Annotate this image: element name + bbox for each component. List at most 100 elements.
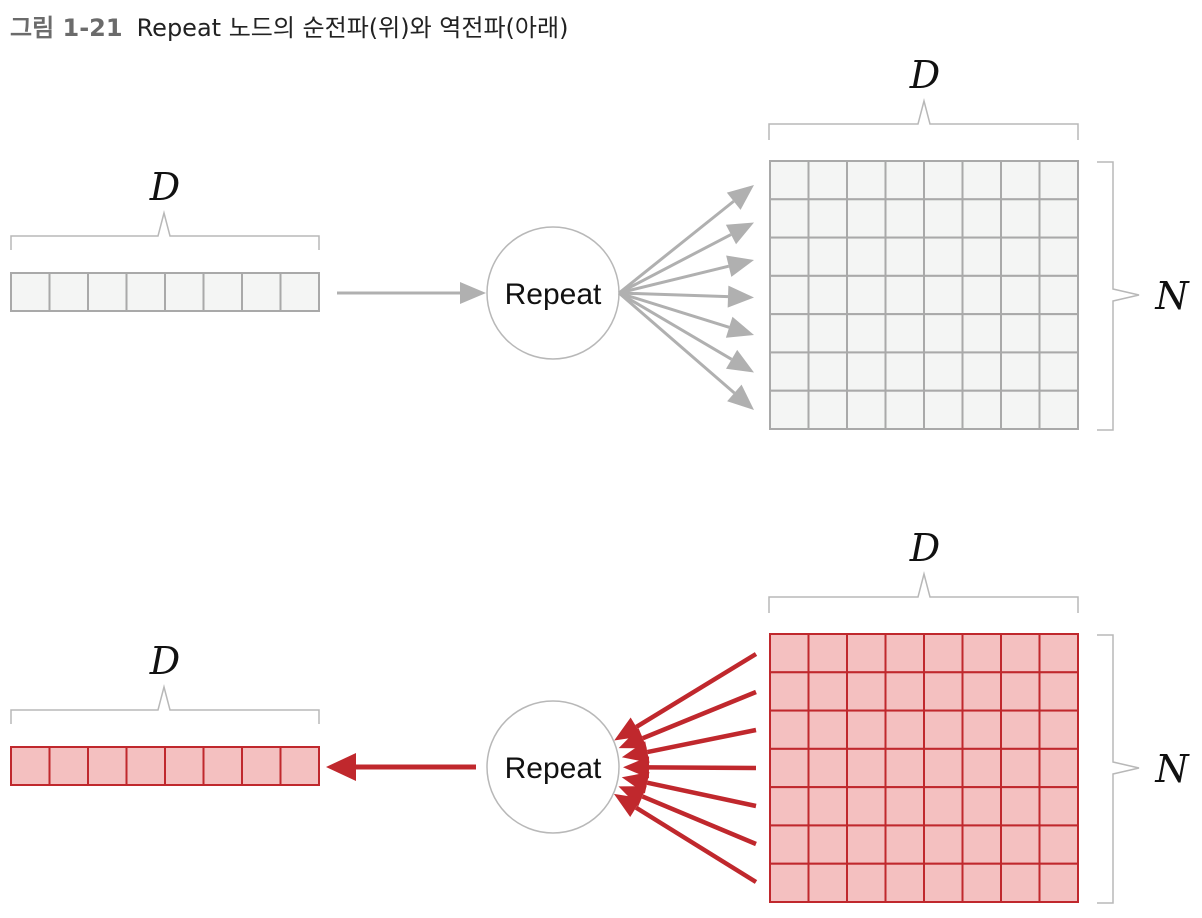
fan-arrow-line bbox=[618, 291, 736, 395]
fan-arrowhead bbox=[725, 222, 754, 245]
matrix-cell bbox=[807, 274, 848, 316]
backward-repeat-node bbox=[486, 700, 620, 834]
matrix-cell bbox=[961, 747, 1002, 789]
matrix-cell bbox=[807, 671, 848, 712]
matrix-cell bbox=[769, 824, 810, 865]
matrix-cell bbox=[961, 198, 1002, 239]
forward-input-d-label: D bbox=[149, 165, 180, 209]
matrix-cell bbox=[884, 862, 925, 904]
matrix-cell bbox=[961, 671, 1002, 712]
matrix-cell bbox=[1038, 709, 1079, 750]
vector-cell bbox=[279, 746, 320, 786]
forward-matrix-col-brace bbox=[768, 98, 1079, 140]
forward-repeat-label: Repeat bbox=[505, 278, 602, 311]
matrix-cell bbox=[884, 274, 925, 316]
matrix-cell bbox=[846, 351, 887, 392]
matrix-cell bbox=[769, 709, 810, 750]
matrix-cell bbox=[923, 389, 964, 431]
matrix-cell bbox=[923, 160, 964, 201]
vector-cell bbox=[48, 746, 89, 786]
matrix-cell bbox=[961, 389, 1002, 431]
matrix-cell bbox=[1000, 160, 1041, 201]
matrix-cell bbox=[846, 633, 887, 674]
matrix-cell bbox=[807, 389, 848, 431]
matrix-cell bbox=[884, 747, 925, 789]
matrix-cell bbox=[1000, 274, 1041, 316]
vector-cell bbox=[125, 746, 166, 786]
fan-arrow-line bbox=[648, 765, 757, 771]
figure-number: 그림 1-21 bbox=[10, 14, 123, 42]
matrix-cell bbox=[1038, 351, 1079, 392]
matrix-cell bbox=[846, 824, 887, 865]
matrix-cell bbox=[769, 389, 810, 431]
matrix-cell bbox=[807, 824, 848, 865]
matrix-cell bbox=[923, 274, 964, 316]
matrix-cell bbox=[884, 633, 925, 674]
forward-matrix-row-brace bbox=[1097, 161, 1140, 431]
fan-arrow-line bbox=[635, 652, 758, 729]
matrix-cell bbox=[769, 198, 810, 239]
matrix-cell bbox=[884, 198, 925, 239]
matrix-cell bbox=[923, 786, 964, 827]
matrix-cell bbox=[884, 824, 925, 865]
vector-cell bbox=[10, 272, 51, 312]
forward-output-matrix bbox=[769, 160, 1079, 431]
matrix-cell bbox=[923, 198, 964, 239]
vector-cell bbox=[10, 746, 51, 786]
matrix-cell bbox=[769, 671, 810, 712]
matrix-cell bbox=[807, 236, 848, 277]
matrix-cell bbox=[884, 351, 925, 392]
matrix-cell bbox=[846, 274, 887, 316]
matrix-cell bbox=[884, 709, 925, 750]
forward-input-arrowhead bbox=[460, 282, 486, 304]
matrix-cell bbox=[961, 351, 1002, 392]
vector-cell bbox=[164, 746, 205, 786]
matrix-cell bbox=[769, 160, 810, 201]
matrix-cell bbox=[961, 313, 1002, 354]
matrix-cell bbox=[884, 671, 925, 712]
matrix-cell bbox=[884, 313, 925, 354]
matrix-cell bbox=[807, 313, 848, 354]
forward-input-brace bbox=[10, 210, 320, 250]
fan-arrowhead bbox=[725, 316, 754, 338]
matrix-cell bbox=[1000, 633, 1041, 674]
fan-arrowhead bbox=[727, 285, 754, 308]
matrix-cell bbox=[807, 633, 848, 674]
matrix-cell bbox=[1000, 313, 1041, 354]
matrix-cell bbox=[807, 198, 848, 239]
matrix-cell bbox=[769, 274, 810, 316]
fan-arrow-line bbox=[618, 200, 735, 295]
matrix-cell bbox=[846, 160, 887, 201]
vector-cell bbox=[202, 746, 243, 786]
fan-arrow-line bbox=[641, 689, 757, 741]
matrix-cell bbox=[961, 862, 1002, 904]
matrix-cell bbox=[1000, 786, 1041, 827]
matrix-cell bbox=[807, 747, 848, 789]
forward-pass: D Repeat D N bbox=[10, 53, 1190, 431]
backward-pass: D Repeat D N bbox=[10, 526, 1190, 904]
matrix-cell bbox=[923, 313, 964, 354]
matrix-cell bbox=[846, 236, 887, 277]
matrix-cell bbox=[961, 236, 1002, 277]
matrix-cell bbox=[923, 824, 964, 865]
matrix-cell bbox=[1038, 160, 1079, 201]
fan-arrow-line bbox=[646, 727, 757, 755]
matrix-cell bbox=[961, 824, 1002, 865]
fan-arrow-line bbox=[618, 291, 733, 361]
vector-cell bbox=[241, 746, 282, 786]
fan-arrow-line bbox=[641, 794, 757, 847]
matrix-cell bbox=[846, 313, 887, 354]
matrix-cell bbox=[961, 786, 1002, 827]
matrix-cell bbox=[1000, 709, 1041, 750]
matrix-cell bbox=[769, 747, 810, 789]
fan-arrow-line bbox=[634, 805, 758, 884]
matrix-cell bbox=[1038, 747, 1079, 789]
backward-matrix-row-brace bbox=[1097, 634, 1140, 904]
matrix-cell bbox=[807, 351, 848, 392]
backward-matrix-n-label: N bbox=[1154, 747, 1190, 791]
matrix-cell bbox=[923, 709, 964, 750]
backward-matrix-d-label: D bbox=[909, 526, 940, 570]
matrix-cell bbox=[1038, 633, 1079, 674]
fan-arrowhead bbox=[613, 793, 642, 817]
